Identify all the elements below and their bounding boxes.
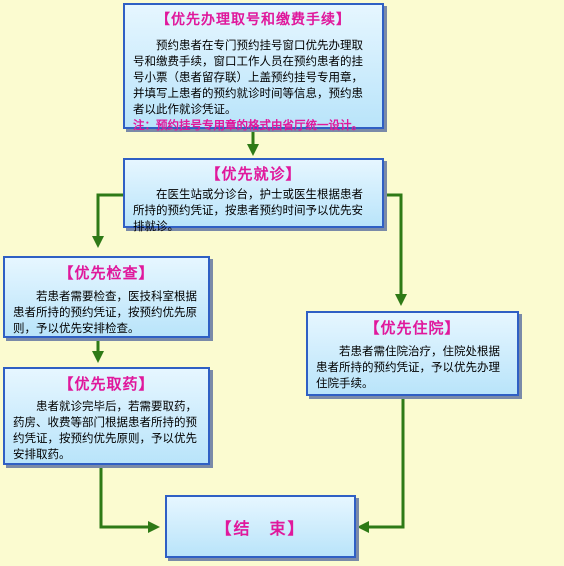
step-registration-text: 预约患者在专门预约挂号窗口优先办理取号和缴费手续，窗口工作人员在预约患者的挂号小…	[133, 38, 363, 116]
step-hospitalization: 【优先住院】 若患者需住院治疗，住院处根据患者所持的预约凭证，予以优先办理住院手…	[306, 311, 519, 396]
step-consultation: 【优先就诊】 在医生站或分诊台，护士或医生根据患者所持的预约凭证，按患者预约时间…	[123, 158, 384, 233]
step-hospitalization-text: 若患者需住院治疗，住院处根据患者所持的预约凭证，予以优先办理住院手续。	[316, 344, 500, 390]
arrow-medicine-to-end	[99, 464, 160, 533]
arrow-hospitalization-to-end	[357, 397, 405, 533]
step-consultation-title: 【优先就诊】	[205, 165, 302, 183]
arrow-consultation-to-hospitalization	[383, 193, 407, 306]
step-examination-title: 【优先检查】	[58, 264, 155, 282]
step-registration-title: 【优先办理取号和缴费手续】	[156, 12, 351, 28]
step-registration: 【优先办理取号和缴费手续】 预约患者在专门预约挂号窗口优先办理取号和缴费手续，窗…	[123, 3, 384, 132]
step-medicine-title: 【优先取药】	[58, 375, 155, 393]
step-consultation-text: 在医生站或分诊台，护士或医生根据患者所持的预约凭证，按患者预约时间予以优先安排就…	[133, 187, 363, 233]
step-medicine-text: 患者就诊完毕后，若需要取药，药房、收费等部门根据患者所持的预约凭证，按预约优先原…	[13, 399, 197, 461]
step-examination: 【优先检查】 若患者需要检查，医技科室根据患者所持的预约凭证，按预约优先原则，予…	[3, 256, 210, 338]
step-end: 【结 束】	[165, 495, 356, 558]
step-registration-note: 注：预约挂号专用章的格式由省厅统一设计。	[133, 118, 363, 132]
step-hospitalization-title: 【优先住院】	[364, 319, 461, 337]
step-end-title: 【结 束】	[215, 518, 306, 538]
step-medicine: 【优先取药】 患者就诊完毕后，若需要取药，药房、收费等部门根据患者所持的预约凭证…	[3, 367, 210, 465]
step-examination-text: 若患者需要检查，医技科室根据患者所持的预约凭证，按预约优先原则，予以优先安排检查…	[13, 289, 197, 335]
arrow-consultation-to-examination	[92, 193, 123, 248]
